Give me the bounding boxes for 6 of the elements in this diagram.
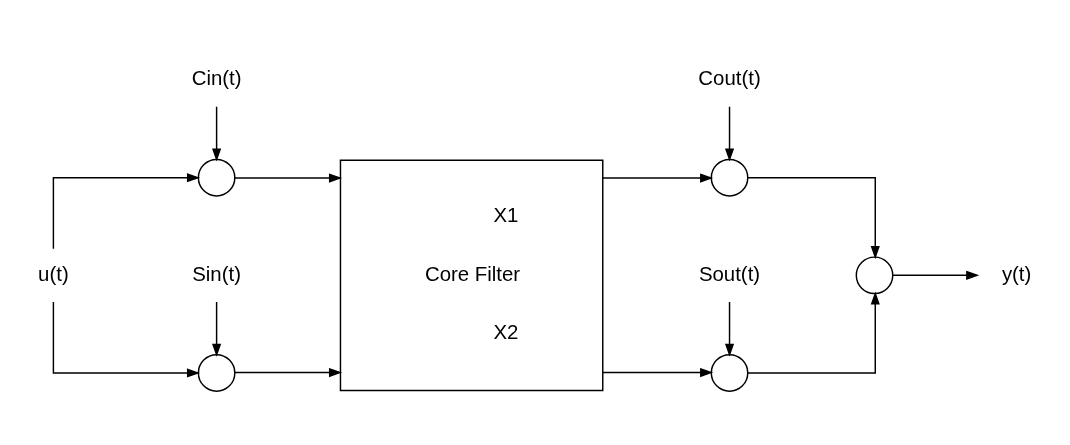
node-text: Cin(t) [191, 67, 242, 90]
node-text: Cout(t) [698, 67, 761, 90]
node-text: y(t) [1001, 262, 1032, 285]
node-text: Sout(t) [698, 262, 761, 285]
node-text: u(t) [38, 262, 69, 285]
node-text: Sin(t) [192, 262, 241, 285]
